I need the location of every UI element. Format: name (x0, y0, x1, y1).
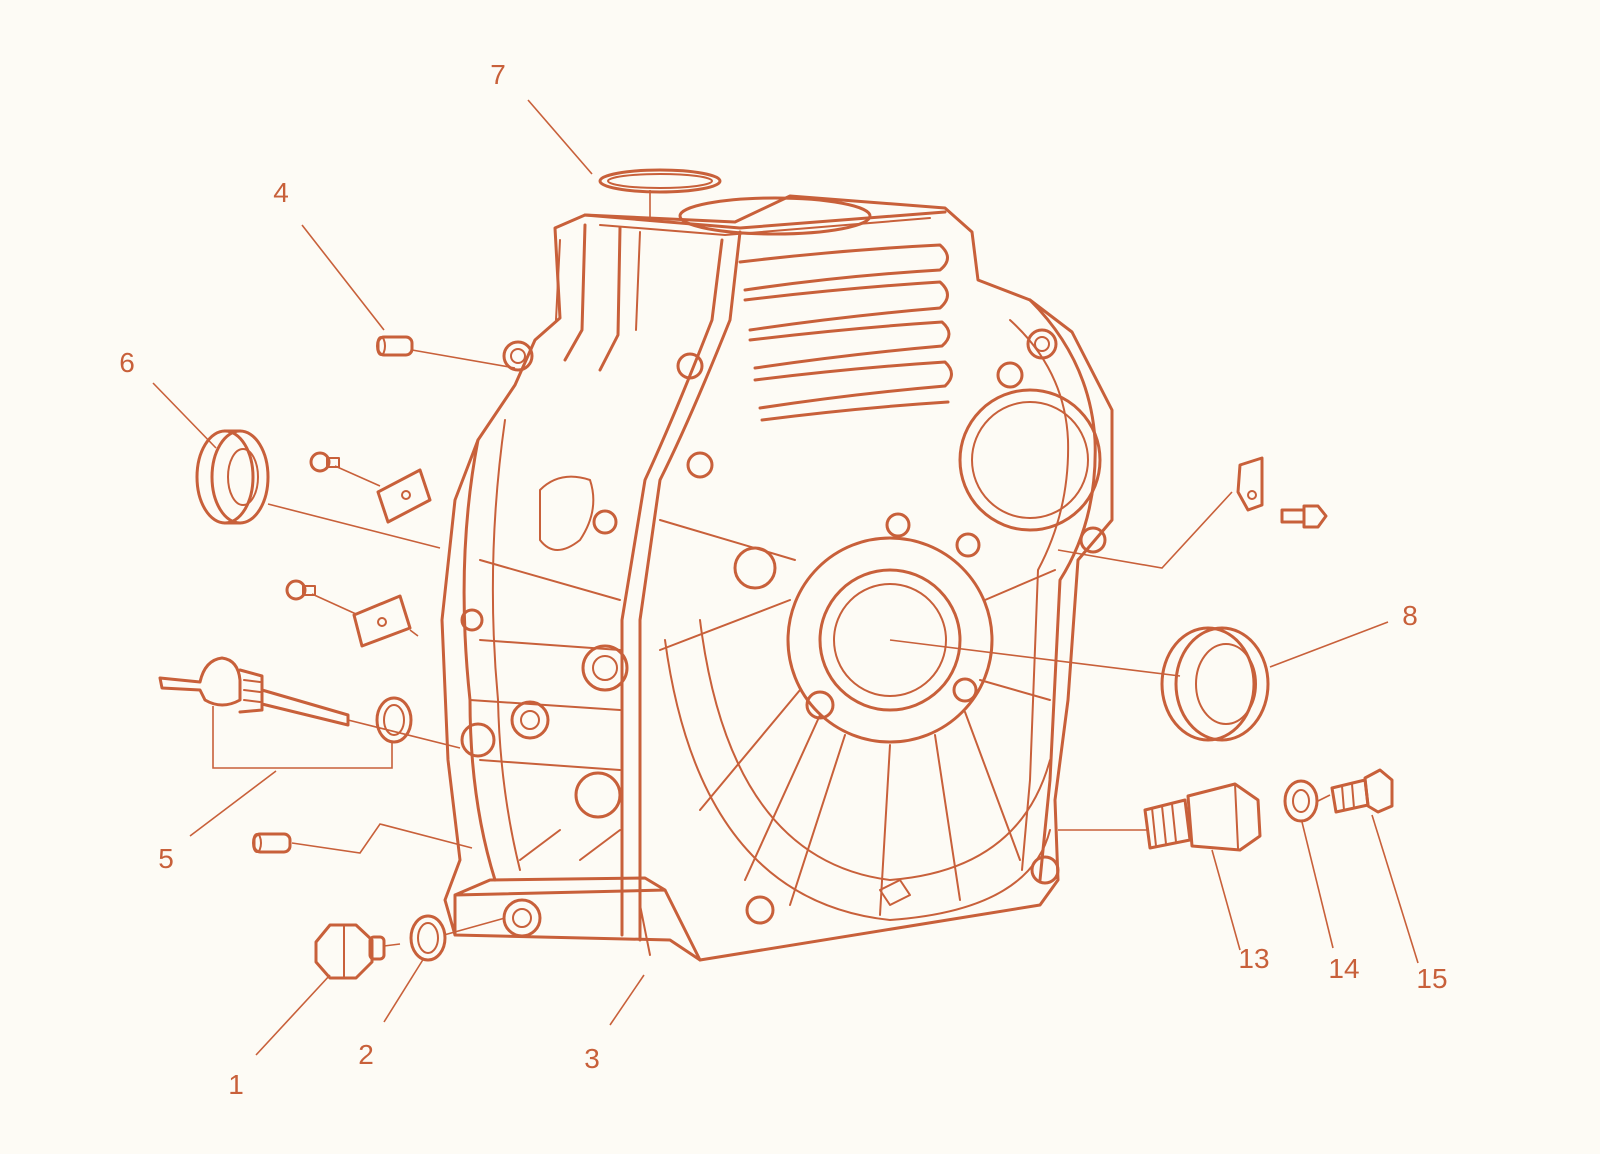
callout-7: 7 (490, 59, 506, 90)
leader-1b (383, 943, 401, 947)
top-gasket-ring (598, 168, 722, 194)
leader-bolt-lower (311, 593, 357, 615)
leader-15b (1317, 794, 1331, 802)
leader-dowel-lower (291, 823, 473, 854)
left-oil-seal (195, 429, 270, 525)
clamp-bolt-upper (309, 451, 432, 524)
leader-15 (1371, 814, 1419, 964)
leader-3 (609, 974, 645, 1026)
oil-dipstick (158, 656, 413, 744)
leader-6b (267, 503, 441, 549)
clamp-bolt-lower (285, 579, 412, 648)
callout-3: 3 (584, 1043, 600, 1074)
leader-1 (255, 974, 331, 1056)
bracket-bolt-right (1236, 456, 1328, 529)
callout-15: 15 (1416, 963, 1447, 994)
leader-5b (212, 706, 393, 769)
threaded-plug (1143, 782, 1262, 852)
crankcase-body (440, 194, 1114, 962)
sealing-washer (1283, 779, 1319, 823)
callout-14: 14 (1328, 953, 1359, 984)
dowel-pin-lower (252, 832, 292, 854)
dowel-pin-top (376, 335, 414, 357)
leader-2b (443, 917, 506, 936)
leader-dipstick (347, 719, 461, 749)
leader-4b (411, 349, 516, 369)
leader-5 (189, 770, 277, 837)
callout-2: 2 (358, 1039, 374, 1070)
drain-plug-washer (409, 914, 447, 962)
leader-2 (383, 957, 425, 1023)
callout-1: 1 (228, 1069, 244, 1100)
callout-5: 5 (158, 843, 174, 874)
callout-13: 13 (1238, 943, 1269, 974)
callout-4: 4 (273, 177, 289, 208)
leader-6 (152, 382, 217, 449)
leader-bolt-upper (334, 465, 381, 487)
leader-14 (1301, 821, 1334, 949)
leader-bracket (1057, 491, 1233, 569)
banjo-bolt (1330, 768, 1394, 814)
leader-plate-lower (409, 629, 419, 637)
leader-7 (527, 99, 593, 175)
drain-plug (314, 923, 386, 980)
callout-labels: 1 2 3 4 5 6 7 8 13 14 15 (119, 59, 1447, 1100)
leader-13 (1211, 849, 1241, 951)
right-oil-seal (1160, 626, 1270, 742)
leader-lines (152, 99, 1419, 1056)
callout-6: 6 (119, 347, 135, 378)
callout-8: 8 (1402, 600, 1418, 631)
leader-4 (301, 224, 385, 331)
leader-8 (1269, 621, 1389, 668)
leader-8b (889, 639, 1181, 677)
